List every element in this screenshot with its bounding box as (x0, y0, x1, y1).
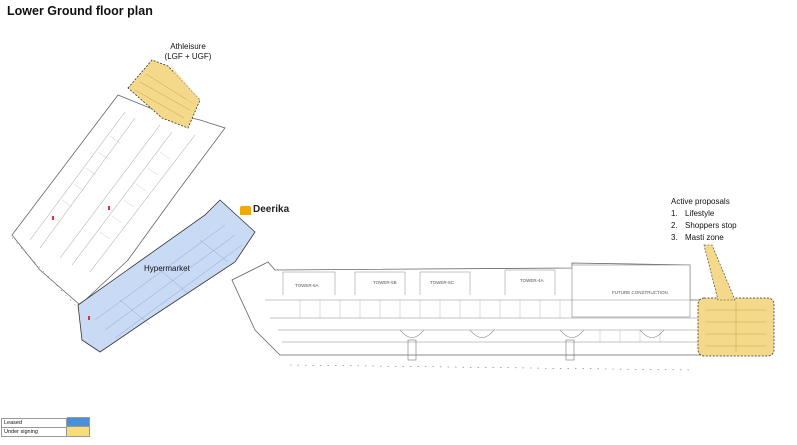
hypermarket-label: Hypermarket (144, 264, 190, 273)
left-wing-outline (11, 94, 226, 306)
proposals-callout (703, 244, 736, 301)
future-construction-label: FUTURE CONSTRUCTION (612, 290, 668, 295)
tower-5a-label: TOWER-5A (295, 283, 319, 288)
athleisure-label: Athleisure (LGF + UGF) (164, 42, 212, 61)
page-title: Lower Ground floor plan (7, 4, 153, 18)
escalators (399, 329, 665, 361)
athleisure-callout (170, 64, 200, 108)
left-wing-corridors (29, 111, 196, 273)
active-proposals: Active proposals 1.Lifestyle 2.Shoppers … (671, 196, 737, 244)
proposal-item: 1.Lifestyle (671, 209, 715, 218)
proposal-zone-units (706, 302, 766, 352)
proposals-heading: Active proposals (671, 197, 730, 206)
store-icon (240, 205, 251, 215)
legend-row-signing: Under signing (1, 426, 90, 437)
hypermarket-grid (94, 224, 243, 339)
tower-outlines (282, 269, 556, 295)
proposal-item: 2.Shoppers stop (671, 221, 737, 230)
right-block-units (299, 300, 661, 342)
legend-swatch-signing (67, 426, 90, 437)
future-construction-block (571, 264, 691, 318)
legend: Leased Under signing (1, 417, 90, 437)
tower-4a-label: TOWER-4A (520, 278, 544, 283)
deerika-logo: Deerika (240, 205, 289, 215)
tower-5c-label: TOWER-5C (430, 280, 455, 285)
tower-5b-label: TOWER-5B (373, 280, 397, 285)
left-wing-units (49, 135, 171, 240)
right-block-rows (265, 299, 700, 343)
hypermarket-zone (77, 199, 256, 353)
athleisure-zone (127, 59, 201, 129)
proposal-item: 3.Masti zone (671, 233, 724, 242)
